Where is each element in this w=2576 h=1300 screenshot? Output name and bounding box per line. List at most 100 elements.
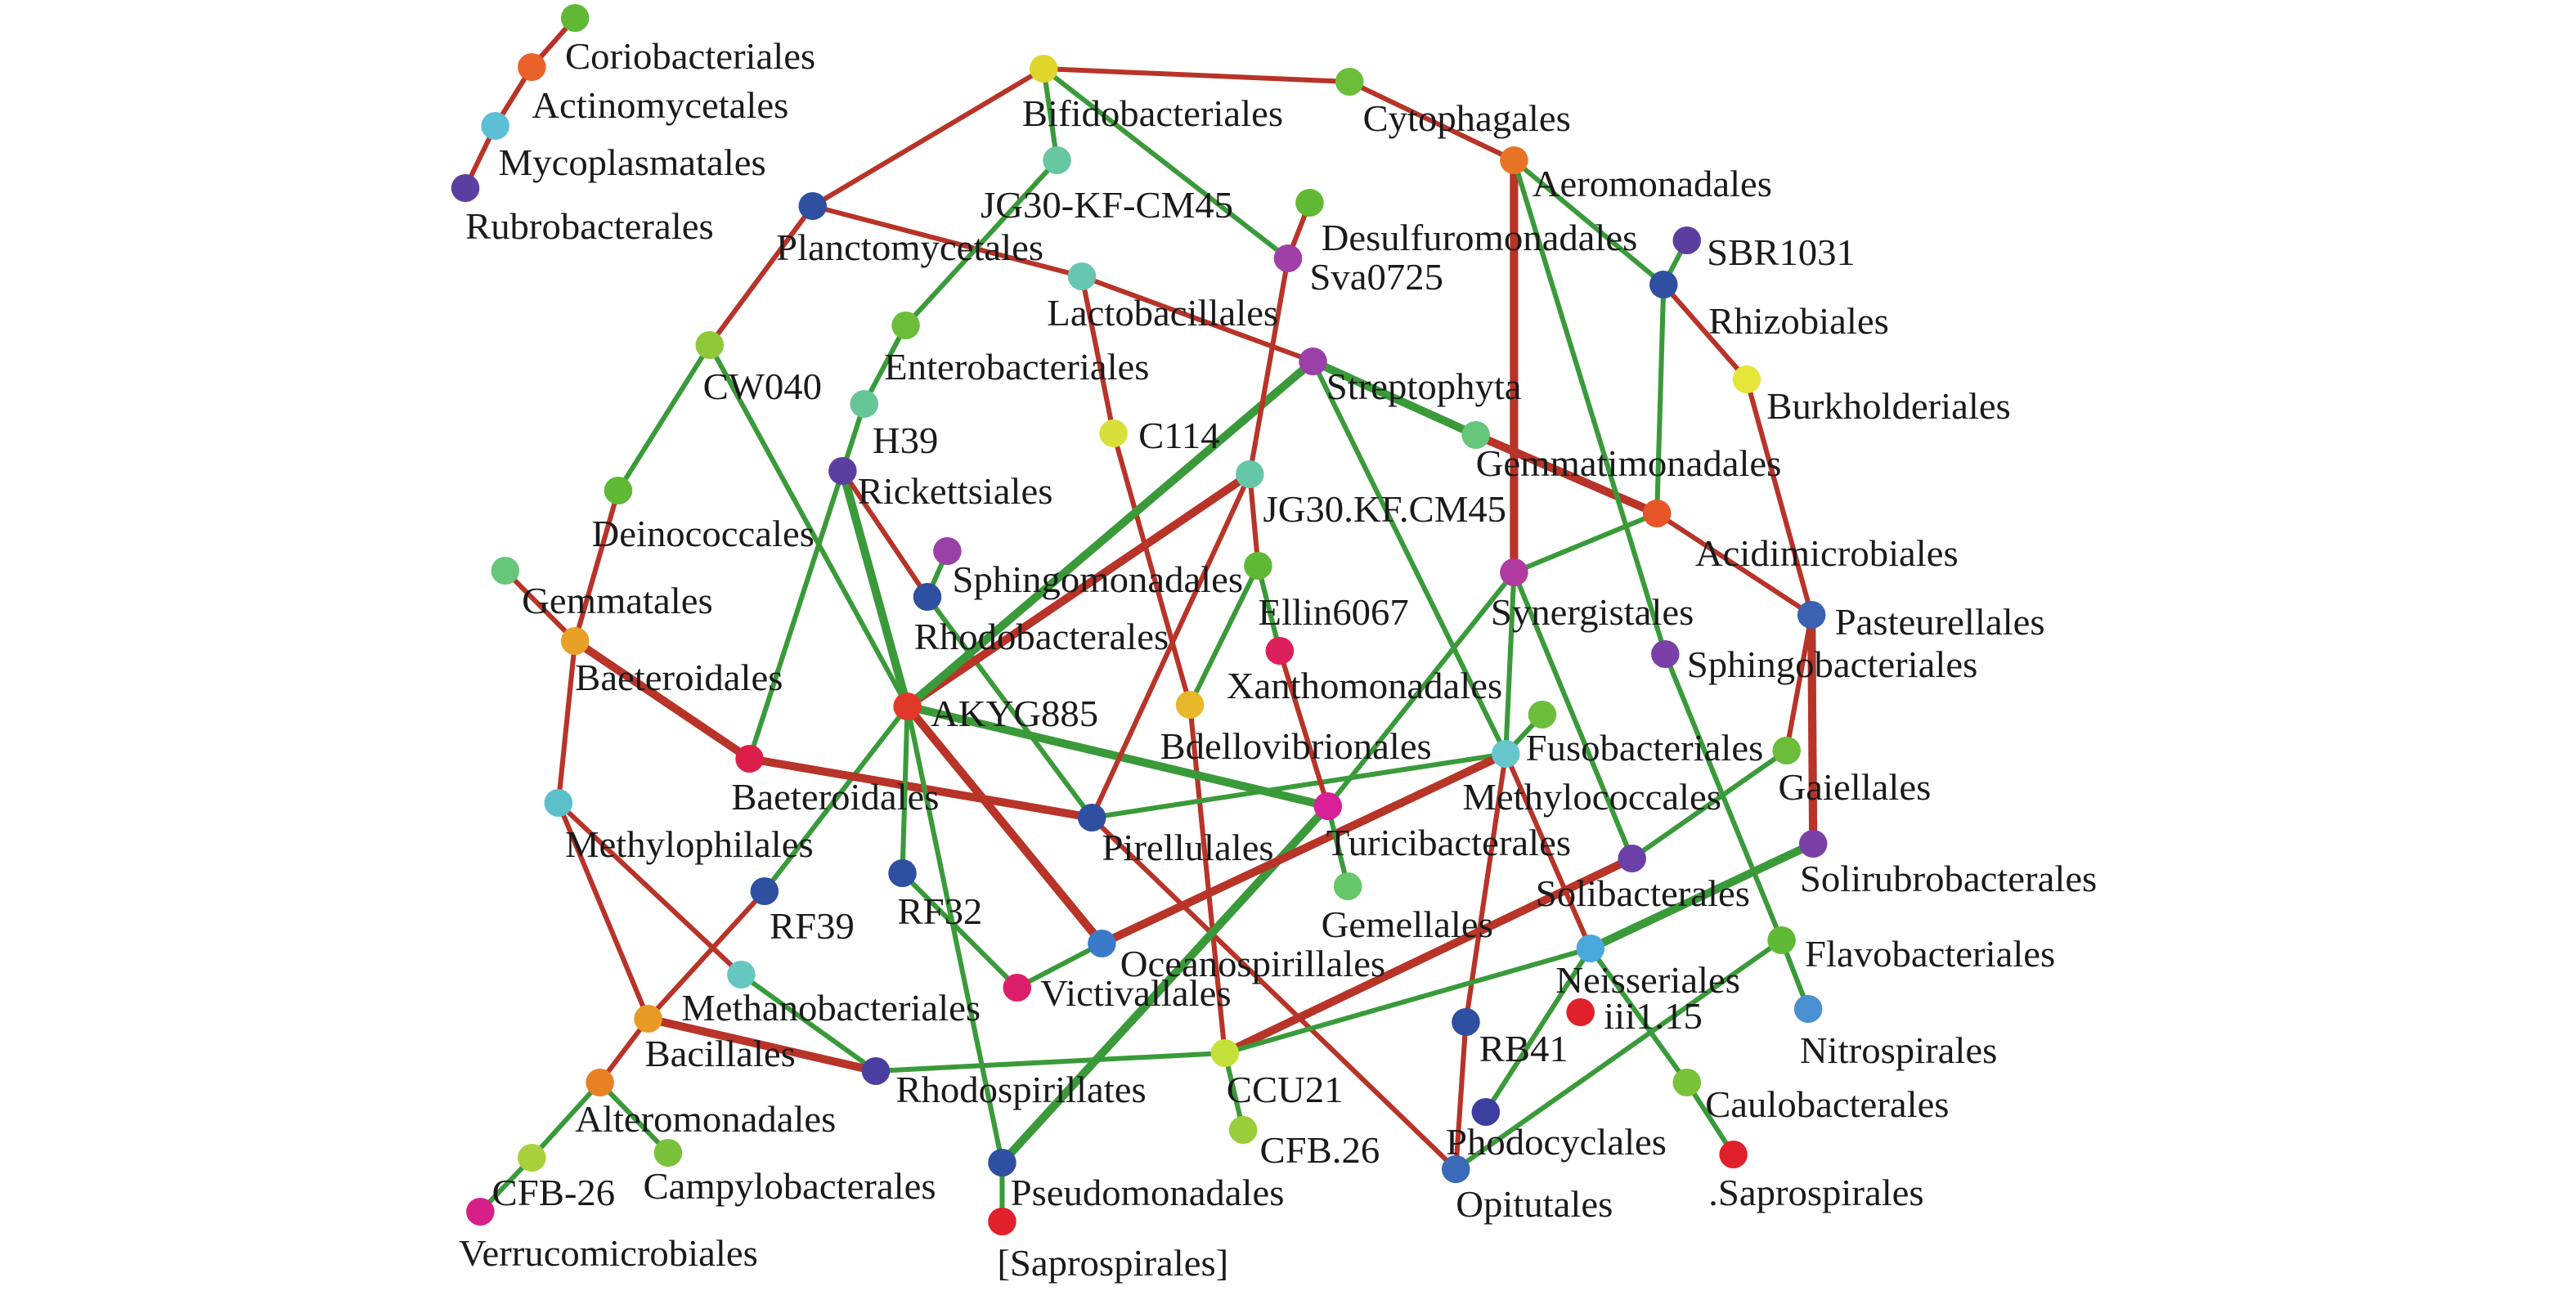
node-acidimicro[interactable]: [1642, 500, 1672, 527]
label-layer: CoriobacterialesActinomycetalesMycoplasm…: [459, 36, 2097, 1284]
node-label-rubro: Rubrobacterales: [465, 206, 714, 248]
node-label-bdello: Bdellovibrionales: [1160, 726, 1432, 768]
node-rf39[interactable]: [750, 877, 779, 905]
node-victiv[interactable]: [1003, 974, 1032, 1002]
node-label-phodocyc: Phodocyclales: [1446, 1122, 1667, 1163]
node-jg30b[interactable]: [1235, 460, 1264, 488]
node-sva[interactable]: [1273, 244, 1303, 272]
node-jg30a[interactable]: [1043, 146, 1071, 174]
node-ellin[interactable]: [1244, 552, 1272, 580]
node-baeter1[interactable]: [560, 627, 590, 655]
node-pirell[interactable]: [1077, 804, 1106, 832]
negative-edge-methylophil-bacill: [555, 800, 651, 1021]
node-gemellales[interactable]: [1333, 872, 1362, 900]
node-solirubro[interactable]: [1798, 830, 1828, 858]
node-gemmatimon[interactable]: [1461, 421, 1490, 449]
node-neisser[interactable]: [1576, 935, 1605, 962]
node-akyg[interactable]: [893, 693, 922, 720]
node-rhodobact[interactable]: [913, 583, 942, 611]
node-rubro[interactable]: [451, 174, 480, 202]
node-sphingobact[interactable]: [1651, 640, 1680, 668]
node-rhizo[interactable]: [1649, 271, 1678, 298]
node-strepto[interactable]: [1299, 347, 1327, 375]
node-turici[interactable]: [1313, 792, 1343, 820]
node-sapro2[interactable]: [1719, 1141, 1748, 1168]
node-fuso[interactable]: [1528, 701, 1557, 728]
node-label-rb41: RB41: [1479, 1029, 1568, 1070]
node-campylo[interactable]: [653, 1139, 683, 1167]
node-lacto[interactable]: [1067, 262, 1097, 290]
node-entero[interactable]: [891, 312, 920, 339]
node-label-bacill: Bacillales: [645, 1033, 796, 1075]
node-desulf[interactable]: [1295, 189, 1324, 217]
node-verruco[interactable]: [466, 1198, 495, 1226]
node-label-sva: Sva0725: [1309, 257, 1443, 298]
node-label-entero: Enterobacteriales: [884, 347, 1149, 388]
node-rhodospir[interactable]: [861, 1057, 891, 1085]
node-oceano[interactable]: [1088, 930, 1116, 957]
negative-edge-bacill-rhodospir: [644, 1015, 881, 1075]
node-planct[interactable]: [798, 192, 828, 220]
node-gaiell[interactable]: [1772, 737, 1801, 764]
positive-edge-rf32-victiv: [900, 871, 1020, 990]
positive-edge-neisser-caulo: [1587, 946, 1690, 1085]
node-xantho[interactable]: [1265, 637, 1295, 665]
edge-layer: [462, 16, 1818, 1224]
node-bifido[interactable]: [1029, 55, 1058, 83]
node-bacill[interactable]: [634, 1005, 662, 1033]
node-solibact[interactable]: [1618, 845, 1646, 872]
node-h39[interactable]: [850, 390, 879, 418]
node-label-iii115: iii1.15: [1604, 996, 1703, 1038]
node-sbr[interactable]: [1672, 226, 1702, 254]
node-cyto[interactable]: [1335, 68, 1364, 96]
node-sapro1[interactable]: [988, 1208, 1016, 1235]
node-pasteur[interactable]: [1797, 601, 1826, 629]
node-label-jg30a: JG30-KF-CM45: [981, 185, 1233, 226]
node-actino[interactable]: [518, 53, 546, 81]
node-phodocyc[interactable]: [1471, 1098, 1501, 1126]
node-myco[interactable]: [481, 112, 509, 140]
node-burk[interactable]: [1732, 365, 1761, 393]
node-baeter2[interactable]: [735, 745, 764, 773]
node-opitut[interactable]: [1441, 1155, 1470, 1183]
node-pseudo[interactable]: [988, 1149, 1016, 1177]
node-iii115[interactable]: [1566, 998, 1595, 1026]
node-deino[interactable]: [604, 477, 633, 504]
node-nitro[interactable]: [1793, 995, 1823, 1023]
negative-edge-pirell-opitut: [1089, 815, 1459, 1172]
node-gemmatales[interactable]: [491, 557, 520, 585]
negative-edge-bdello-ccu21: [1187, 702, 1227, 1056]
node-layer: [451, 4, 1828, 1235]
node-aero[interactable]: [1500, 146, 1528, 174]
node-rickett[interactable]: [828, 457, 857, 485]
node-label-xantho: Xanthomonadales: [1227, 666, 1502, 707]
node-ccu21[interactable]: [1210, 1039, 1240, 1067]
node-cfb26b[interactable]: [1228, 1116, 1258, 1144]
node-c114[interactable]: [1099, 419, 1128, 447]
node-methylophil[interactable]: [544, 789, 573, 817]
node-sphingomon[interactable]: [933, 537, 962, 565]
negative-edge-baeter1-methylophil: [555, 639, 578, 805]
node-alteromon[interactable]: [586, 1069, 614, 1096]
positive-edge-gaiell-solibact: [1629, 748, 1789, 861]
node-synerg[interactable]: [1500, 558, 1528, 586]
negative-edge-methylococc-neisser: [1503, 751, 1593, 951]
negative-edge-cyto-aero: [1347, 79, 1517, 163]
node-label-nitro: Nitrospirales: [1800, 1030, 1997, 1072]
positive-edge-bifido-jg30a: [1041, 66, 1060, 163]
node-methanobact[interactable]: [727, 961, 756, 988]
node-bdello[interactable]: [1175, 691, 1205, 719]
node-label-actino: Actinomycetales: [532, 85, 788, 127]
node-cw040[interactable]: [695, 331, 725, 359]
node-label-solirubro: Solirubrobacterales: [1800, 858, 2097, 900]
node-methylococc[interactable]: [1491, 740, 1520, 768]
node-flavo[interactable]: [1767, 926, 1796, 954]
node-cfb26a[interactable]: [518, 1144, 546, 1172]
node-corio[interactable]: [560, 4, 590, 32]
node-caulo[interactable]: [1672, 1069, 1702, 1096]
negative-edge-planct-cw040: [707, 204, 815, 347]
node-label-sapro1: [Saprospirales]: [997, 1243, 1228, 1284]
node-rb41[interactable]: [1452, 1008, 1480, 1036]
node-label-opitut: Opitutales: [1456, 1184, 1613, 1226]
node-rf32[interactable]: [888, 859, 917, 887]
